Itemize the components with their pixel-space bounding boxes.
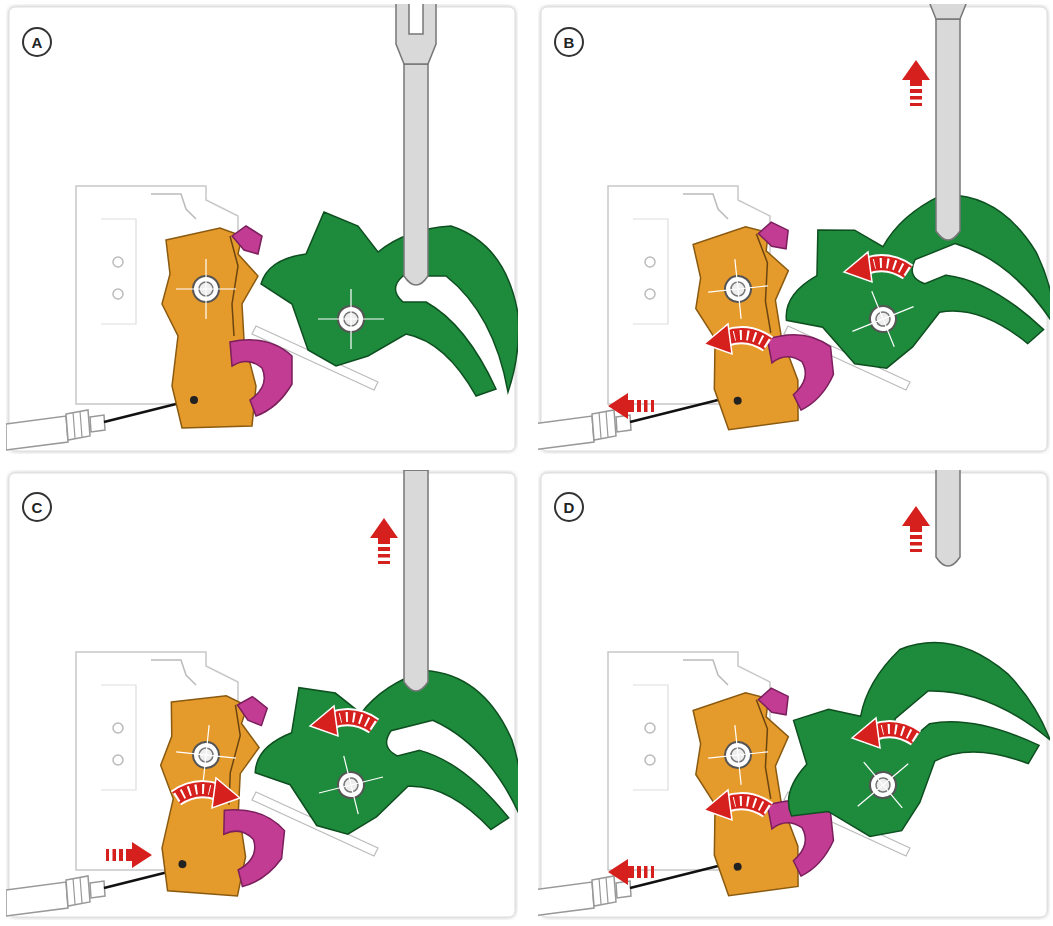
panel-letter-circle: A [22,27,52,57]
panel-letter: A [32,35,43,50]
panel-letter: B [564,35,575,50]
panel-c-illustration [6,470,518,920]
panel-letter: D [564,500,575,515]
panel-letter-circle: D [554,492,584,522]
panel-b-illustration [538,4,1050,454]
panel-letter-circle: C [22,492,52,522]
panel-letter: C [32,500,43,515]
panel-letter-circle: B [554,27,584,57]
panel-a-illustration [6,4,518,454]
panel-d-illustration [538,470,1050,920]
